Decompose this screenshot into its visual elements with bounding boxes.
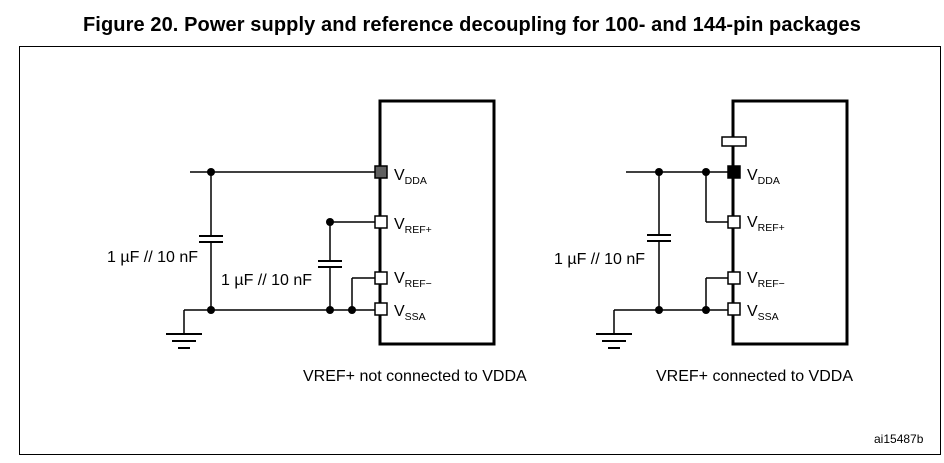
left-pin-vrefp	[374, 215, 388, 229]
right-label-vssa: VSSA	[747, 303, 779, 323]
left-junctions	[207, 168, 356, 314]
left-caption: VREF+ not connected to VDDA	[303, 368, 527, 385]
right-label-vrefp: VREF+	[747, 214, 785, 234]
left-pin-vdda	[374, 165, 388, 179]
right-junction-gnd-vrefm	[702, 306, 710, 314]
right-pin-vdda	[727, 165, 741, 179]
left-pin-vssa	[374, 302, 388, 316]
left-pin-vrefm	[374, 271, 388, 285]
figure-id-label: ai15487b	[874, 432, 924, 446]
right-pin-top	[721, 136, 747, 147]
right-junctions	[655, 168, 710, 314]
left-junction-vdda-cap	[207, 168, 215, 176]
left-pins	[374, 165, 388, 316]
right-pin-vrefp	[727, 215, 741, 229]
right-label-vdda: VDDA	[747, 167, 780, 187]
left-label-vrefp: VREF+	[394, 216, 432, 236]
right-pin-vrefm	[727, 271, 741, 285]
left-label-vrefm: VREF−	[394, 270, 432, 290]
left-label-vdda: VDDA	[394, 167, 427, 187]
left-junction-gnd-vrefm	[348, 306, 356, 314]
right-junction-gnd-cap	[655, 306, 663, 314]
right-junction-vdda-cap	[655, 168, 663, 176]
left-label-vssa: VSSA	[394, 303, 426, 323]
left-junction-vrefp-cap	[326, 218, 334, 226]
left-junction-gnd-cap2	[326, 306, 334, 314]
right-pin-vssa	[727, 302, 741, 316]
right-junction-vdda-vrefp	[702, 168, 710, 176]
right-caption: VREF+ connected to VDDA	[656, 368, 853, 385]
left-cap-label-vref: 1 µF // 10 nF	[221, 272, 312, 289]
left-junction-gnd-cap1	[207, 306, 215, 314]
right-label-vrefm: VREF−	[747, 270, 785, 290]
figure-frame	[19, 46, 941, 455]
right-pins	[721, 136, 747, 316]
left-cap-label-vdda: 1 µF // 10 nF	[107, 249, 198, 266]
figure-title: Figure 20. Power supply and reference de…	[82, 14, 862, 36]
right-cap-label: 1 µF // 10 nF	[554, 251, 645, 268]
